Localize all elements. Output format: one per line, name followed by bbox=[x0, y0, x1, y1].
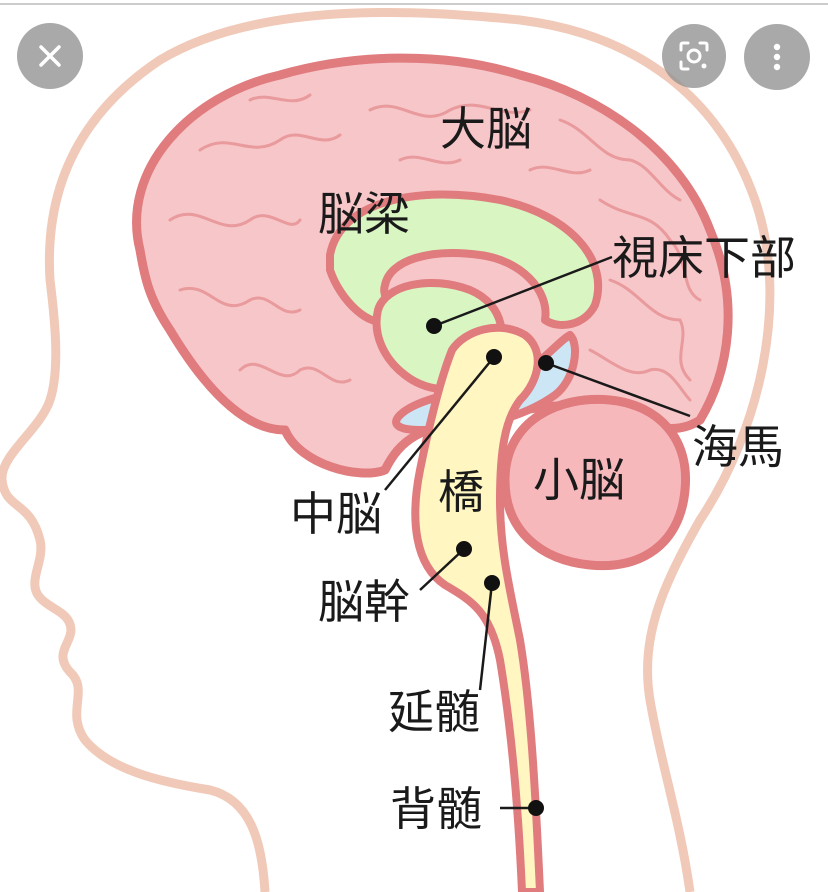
leader-medulla bbox=[478, 582, 494, 691]
dot-hippocampus bbox=[538, 355, 554, 371]
label-pons: 橋 bbox=[438, 465, 484, 519]
marker-dots bbox=[426, 318, 554, 816]
label-corpus-callosum: 脳梁 bbox=[318, 187, 410, 241]
dot-spinal-cord bbox=[528, 800, 544, 816]
lens-search-button[interactable] bbox=[662, 24, 726, 88]
leader-brainstem bbox=[419, 548, 465, 591]
label-medulla: 延髄 bbox=[388, 685, 480, 739]
cerebrum-gyri bbox=[168, 93, 702, 402]
label-spinal-cord: 背髄 bbox=[390, 782, 482, 836]
label-hippocampus: 海馬 bbox=[692, 420, 784, 474]
label-midbrain: 中脳 bbox=[290, 487, 382, 541]
cerebrum bbox=[132, 53, 733, 478]
dot-hypothalamus bbox=[426, 318, 442, 334]
leader-midbrain bbox=[384, 356, 495, 491]
lens-search-icon bbox=[679, 41, 709, 71]
label-cerebellum: 小脳 bbox=[533, 453, 625, 507]
dot-midbrain bbox=[486, 349, 502, 365]
close-button[interactable] bbox=[17, 23, 83, 89]
label-hypothalamus: 視床下部 bbox=[612, 231, 796, 285]
head-outline bbox=[0, 7, 775, 892]
leader-lines bbox=[384, 255, 691, 810]
label-brainstem: 脳幹 bbox=[318, 575, 410, 629]
leader-hippocampus bbox=[545, 361, 691, 418]
label-cerebrum: 大脳 bbox=[440, 102, 532, 156]
brainstem-spinal-cord bbox=[411, 323, 544, 892]
leader-hypothalamus bbox=[433, 255, 613, 328]
cerebellum bbox=[500, 394, 691, 571]
close-icon bbox=[39, 45, 61, 67]
more-vertical-icon bbox=[773, 43, 781, 71]
dot-brainstem bbox=[456, 541, 472, 557]
dot-medulla bbox=[484, 575, 500, 591]
more-options-button[interactable] bbox=[744, 24, 810, 90]
